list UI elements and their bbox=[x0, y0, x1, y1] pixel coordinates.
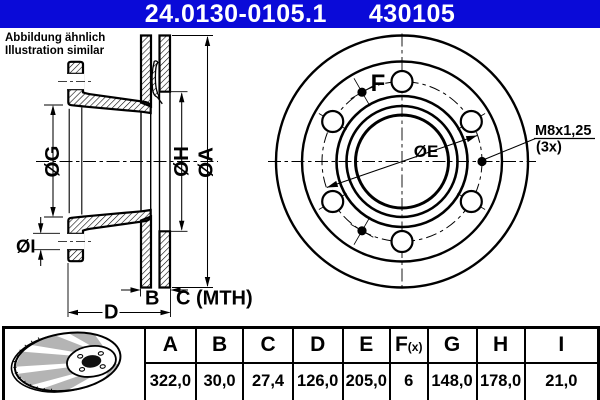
thread-leader bbox=[482, 138, 536, 161]
header-bar: 24.0130-0105.1 430105 bbox=[0, 0, 600, 28]
header-cell: A bbox=[144, 326, 197, 364]
dim-label-a: ØA bbox=[195, 147, 218, 178]
bolt-holes bbox=[321, 69, 483, 254]
silhouette-edges bbox=[68, 91, 171, 232]
header-cell: C bbox=[242, 326, 294, 364]
value-cell: 322,0 bbox=[144, 361, 197, 400]
extension-lines bbox=[33, 35, 213, 317]
ring-plate-outboard-lower bbox=[158, 230, 172, 289]
disc-icon-vents bbox=[13, 337, 53, 392]
disc-icon-bolt-holes bbox=[77, 351, 106, 372]
dim-label-g: ØG bbox=[41, 146, 64, 178]
part-number-secondary: 430105 bbox=[368, 0, 456, 28]
ring-plate-outboard-upper bbox=[158, 34, 172, 93]
dim-e-line bbox=[326, 135, 478, 188]
value-cell: 205,0 bbox=[341, 361, 391, 400]
similarity-note-en: Illustration similar bbox=[5, 45, 105, 57]
stud-hole-lower bbox=[58, 232, 92, 251]
vent-vane bbox=[151, 60, 160, 99]
header-cell: I bbox=[523, 326, 600, 364]
header-cell: B bbox=[194, 326, 245, 364]
ring-plate-inboard-lower bbox=[139, 214, 153, 289]
similarity-note: Abbildung ähnlich Illustration similar bbox=[5, 32, 105, 58]
disc-icon-spokes bbox=[14, 332, 119, 391]
header-cell: H bbox=[475, 326, 526, 364]
value-cell: 126,0 bbox=[291, 361, 344, 400]
value-cell: 27,4 bbox=[242, 361, 294, 400]
technical-drawing: ØG ØH ØA ØI B C (MTH) D bbox=[16, 33, 595, 324]
dim-e-arrow-ne bbox=[465, 135, 478, 143]
dim-label-c: C (MTH) bbox=[176, 288, 253, 310]
front-view: F ØE M8x1,25 (3x) bbox=[268, 33, 595, 291]
header-cell: F(x) bbox=[388, 326, 429, 364]
header-cell: D bbox=[291, 326, 344, 364]
dim-label-h: ØH bbox=[170, 146, 193, 177]
ring-plate-inboard-upper bbox=[139, 34, 153, 109]
hub-flange-upper bbox=[67, 60, 152, 115]
brake-disc-icon bbox=[10, 331, 122, 393]
label-e: ØE bbox=[414, 142, 439, 161]
value-cell: 21,0 bbox=[523, 361, 600, 400]
dimension-arrows bbox=[38, 36, 211, 316]
thread-count: (3x) bbox=[536, 140, 562, 156]
value-cell: 178,0 bbox=[475, 361, 526, 400]
thread-spec: M8x1,25 bbox=[535, 123, 591, 139]
value-cell: 30,0 bbox=[194, 361, 245, 400]
dim-e-arrow-sw bbox=[326, 180, 339, 188]
value-cell: 6 bbox=[388, 361, 429, 400]
section-view: ØG ØH ØA ØI B C (MTH) D bbox=[16, 34, 253, 324]
hub-flange-lower bbox=[67, 208, 152, 263]
part-number-primary: 24.0130-0105.1 bbox=[144, 0, 327, 28]
disc-circles bbox=[274, 34, 530, 289]
dim-label-i: ØI bbox=[16, 236, 36, 257]
value-cell: 148,0 bbox=[426, 361, 478, 400]
dim-label-b: B bbox=[145, 288, 159, 310]
stud-hole-upper bbox=[58, 72, 92, 91]
header-cell: E bbox=[341, 326, 391, 364]
disc-icon-cell bbox=[2, 326, 146, 400]
similarity-note-de: Abbildung ähnlich bbox=[5, 32, 106, 44]
label-f: F bbox=[371, 70, 386, 97]
dim-label-d: D bbox=[104, 302, 118, 324]
header-cell: G bbox=[426, 326, 478, 364]
